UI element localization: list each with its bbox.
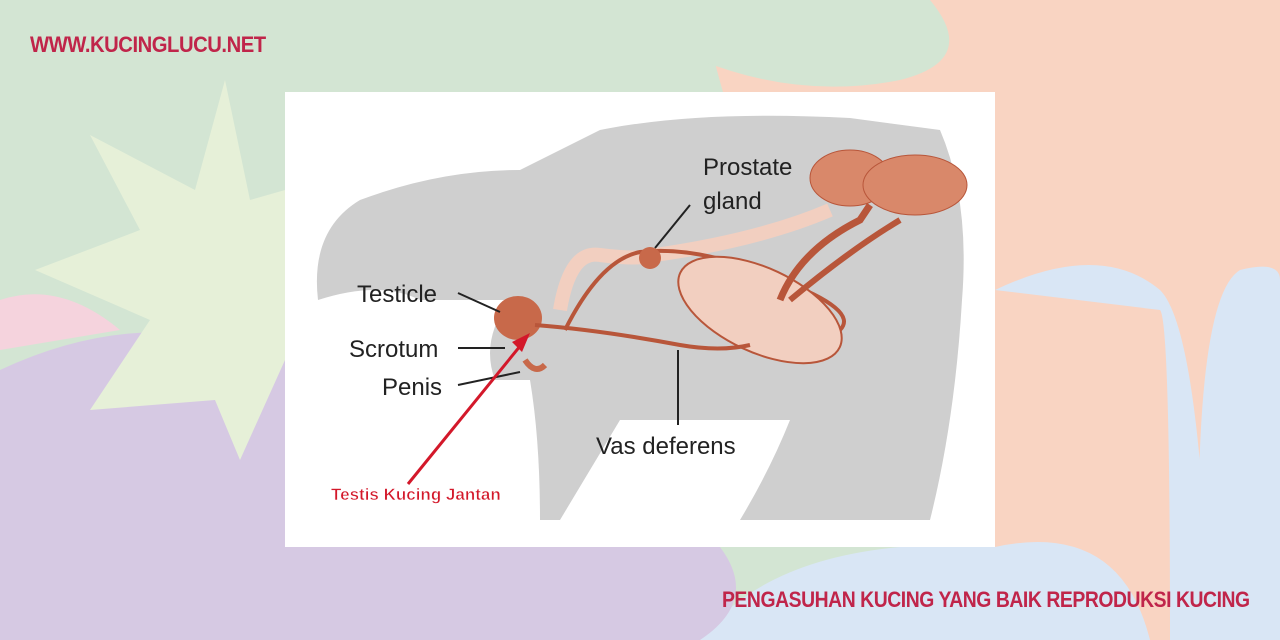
diagram-panel: Prostate gland Testicle Scrotum Penis Va… xyxy=(285,92,995,547)
cat-reproductive-diagram: Prostate gland Testicle Scrotum Penis Va… xyxy=(316,115,968,520)
site-url[interactable]: WWW.KUCINGLUCU.NET xyxy=(30,32,266,57)
label-vas-deferens: Vas deferens xyxy=(596,433,736,460)
label-prostate-line2: gland xyxy=(703,188,762,215)
label-prostate-line1: Prostate xyxy=(703,154,792,181)
label-testicle: Testicle xyxy=(357,281,437,308)
label-scrotum: Scrotum xyxy=(349,336,438,363)
annotation-testis: Testis Kucing Jantan xyxy=(331,485,501,504)
label-penis: Penis xyxy=(382,374,442,401)
caption-title: PENGASUHAN KUCING YANG BAIK REPRODUKSI K… xyxy=(722,587,1250,612)
